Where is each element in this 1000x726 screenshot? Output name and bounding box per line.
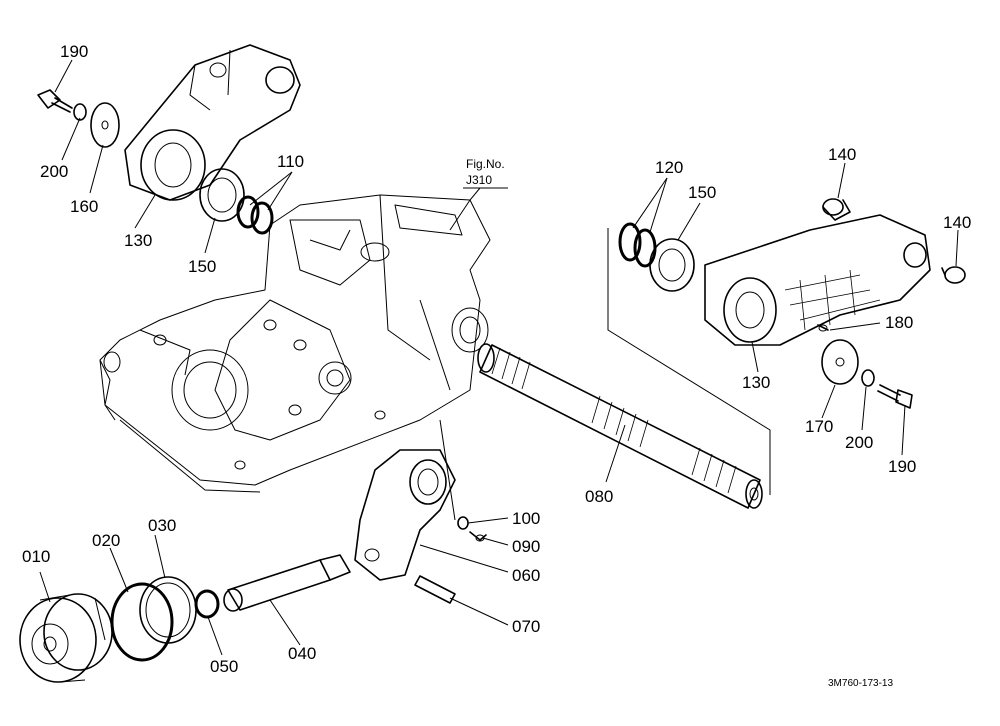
callout-020: 020 (92, 531, 120, 550)
figure-ref-line2: J310 (466, 173, 492, 187)
piston-010 (19, 593, 113, 683)
callout-190-left: 190 (60, 42, 88, 61)
callout-190-right: 190 (888, 457, 916, 476)
callout-200-right: 200 (845, 433, 873, 452)
callout-010: 010 (22, 547, 50, 566)
assembly-line-center (439, 419, 456, 521)
callout-140-top: 140 (828, 145, 856, 164)
callout-050: 050 (210, 657, 238, 676)
callout-090: 090 (512, 537, 540, 556)
callout-150-right: 150 (688, 183, 716, 202)
lift-shaft (477, 343, 763, 509)
callout-160: 160 (70, 197, 98, 216)
collar-150-right (649, 238, 695, 292)
figure-ref-line1: Fig.No. (466, 157, 505, 171)
callout-130-right: 130 (742, 373, 770, 392)
rod-040 (223, 554, 351, 612)
pin-180 (817, 324, 829, 332)
pin-070 (414, 575, 456, 604)
callout-120: 120 (655, 158, 683, 177)
assembly-line-right (607, 228, 771, 495)
o-rings-110 (236, 195, 274, 235)
lift-arm-left (124, 44, 301, 201)
callout-110: 110 (277, 152, 304, 171)
bolt-190-left (37, 89, 73, 113)
callout-100: 100 (512, 509, 540, 528)
lift-arm-060 (354, 449, 456, 581)
bolt-090 (469, 531, 487, 542)
plate-170 (821, 339, 859, 385)
bushing-140-right (941, 266, 966, 284)
plate-160 (90, 102, 120, 148)
washer-100 (457, 516, 469, 530)
callout-150-left: 150 (188, 257, 216, 276)
lift-arm-right (704, 214, 931, 346)
callout-130-left: 130 (124, 231, 152, 250)
callout-060: 060 (512, 566, 540, 585)
collar-150-left (199, 168, 245, 222)
bushing-140-top (822, 198, 851, 221)
callout-140-right: 140 (943, 213, 971, 232)
o-ring-020 (110, 582, 174, 662)
callout-030: 030 (148, 516, 176, 535)
backup-ring-030 (139, 576, 197, 644)
callout-170: 170 (805, 417, 833, 436)
hydraulic-housing (99, 194, 491, 493)
leader-lines (39, 59, 959, 656)
callout-040: 040 (288, 644, 316, 663)
callout-200-left: 200 (40, 162, 68, 181)
washer-200-left (73, 103, 87, 121)
callout-070: 070 (512, 617, 540, 636)
washer-200-right (861, 369, 875, 387)
callout-080: 080 (585, 487, 613, 506)
callout-180: 180 (885, 313, 913, 332)
o-ring-050 (194, 589, 220, 619)
drawing-code: 3M760-173-13 (828, 678, 893, 689)
bolt-190-right (877, 384, 913, 409)
